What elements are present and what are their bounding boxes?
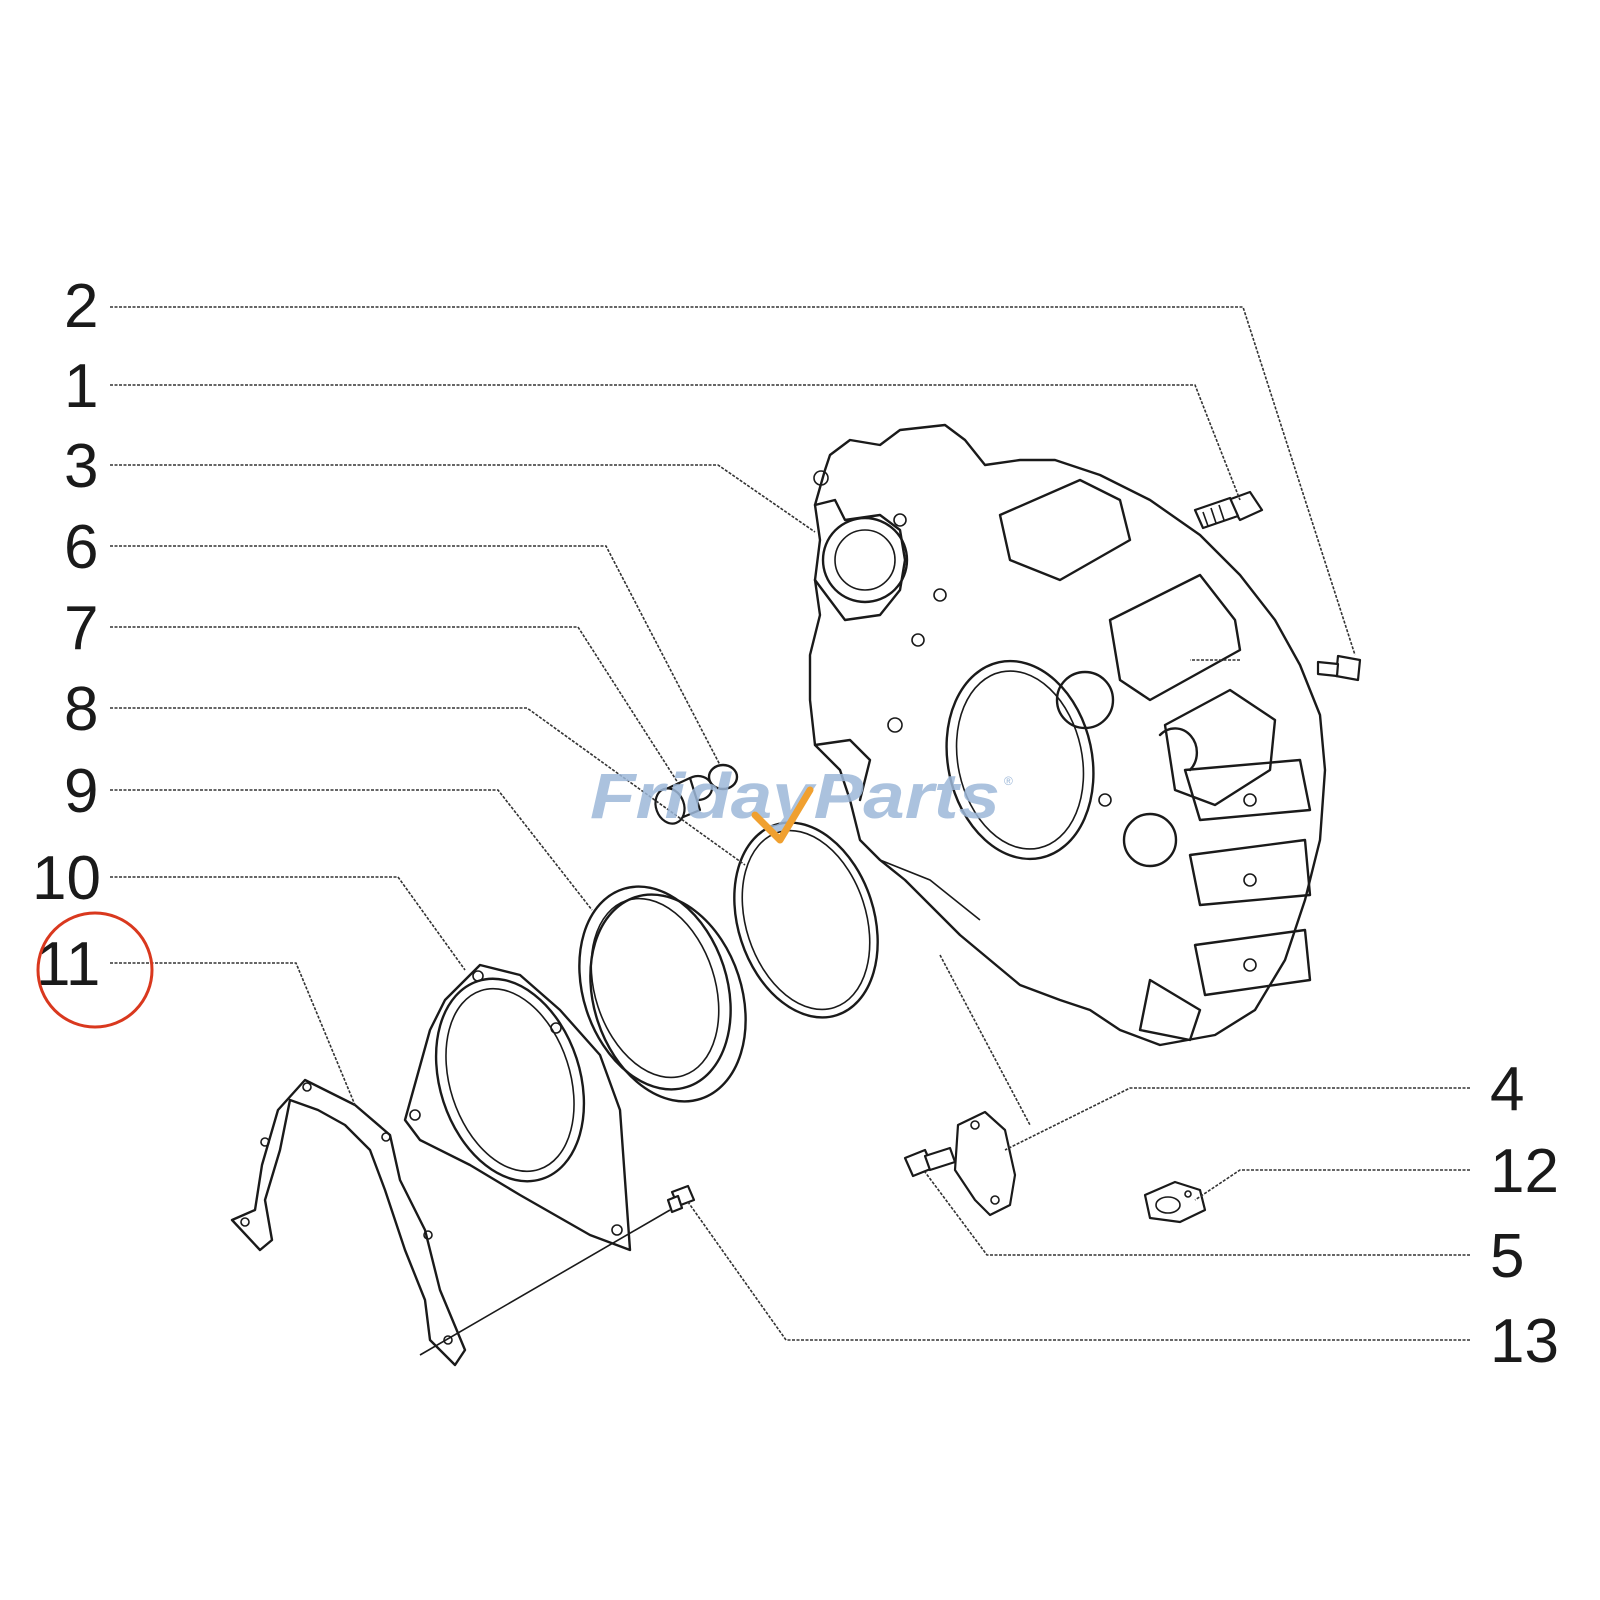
watermark-registered-mark: ® bbox=[1004, 774, 1013, 788]
callout-7: 7 bbox=[64, 594, 98, 663]
leader-6 bbox=[110, 545, 721, 766]
leader-13 bbox=[687, 1201, 1470, 1341]
watermark-accent-mark bbox=[751, 786, 814, 844]
callout-5: 5 bbox=[1490, 1222, 1524, 1291]
leader-2 bbox=[110, 306, 1356, 656]
leader-11 bbox=[110, 962, 356, 1106]
leader-housing-4 bbox=[939, 954, 1031, 1126]
leader-4 bbox=[1004, 1087, 1470, 1151]
plate-part-12 bbox=[1143, 1180, 1207, 1224]
cover-plate-part-4 bbox=[953, 1110, 1017, 1217]
gasket-part-11 bbox=[230, 1078, 467, 1367]
callout-6: 6 bbox=[64, 513, 98, 582]
callout-8: 8 bbox=[64, 675, 98, 744]
bolt-part-2 bbox=[1316, 654, 1362, 682]
leader-9 bbox=[110, 789, 593, 911]
callout-2: 2 bbox=[64, 272, 98, 341]
callout-numbers: 2 1 3 6 7 8 9 10 11 4 12 5 13 bbox=[32, 272, 1559, 1376]
o-ring-part-6 bbox=[707, 763, 739, 791]
callout-13: 13 bbox=[1490, 1307, 1559, 1376]
screw-part-13 bbox=[419, 1184, 696, 1356]
bolt-part-5 bbox=[903, 1146, 957, 1178]
plug-part-7 bbox=[654, 774, 714, 825]
leader-10 bbox=[110, 876, 466, 971]
callout-3: 3 bbox=[64, 432, 98, 501]
callout-12: 12 bbox=[1490, 1137, 1559, 1206]
leader-12 bbox=[1194, 1169, 1470, 1201]
leader-1 bbox=[110, 384, 1241, 501]
leader-3 bbox=[110, 464, 816, 533]
seal-ring-part-9 bbox=[578, 885, 747, 1103]
seal-carrier-part-10 bbox=[403, 963, 632, 1252]
bolt-part-1 bbox=[1193, 490, 1264, 530]
callout-10: 10 bbox=[32, 844, 101, 913]
leader-lines bbox=[110, 306, 1470, 1341]
watermark-logo: FridayParts ® bbox=[590, 760, 1013, 844]
callout-4: 4 bbox=[1490, 1055, 1524, 1124]
flywheel-housing bbox=[808, 423, 1327, 1047]
callout-9: 9 bbox=[64, 757, 98, 826]
leader-8 bbox=[110, 707, 746, 866]
leader-7 bbox=[110, 626, 681, 787]
callout-1: 1 bbox=[64, 352, 98, 421]
leader-5 bbox=[924, 1171, 1470, 1256]
o-ring-part-8 bbox=[733, 821, 879, 1019]
highlight-circle bbox=[36, 911, 154, 1029]
